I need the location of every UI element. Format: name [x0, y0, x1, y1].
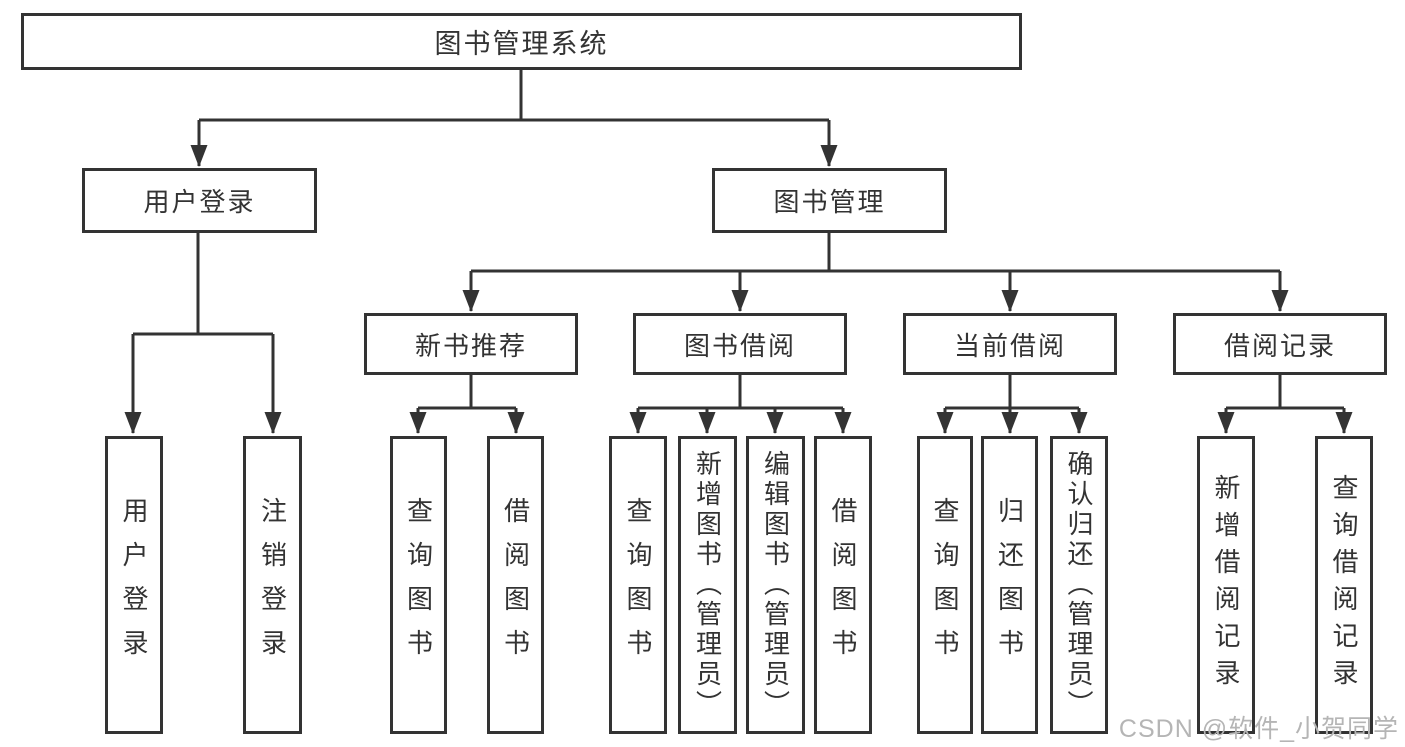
node-logout: 注销登录 [243, 436, 302, 734]
watermark: CSDN @软件_小贺同学 [1118, 715, 1399, 743]
node-current-query-book: 查询图书 [917, 436, 973, 734]
node-borrow-records: 借阅记录 [1173, 313, 1387, 375]
node-user-login-group: 用户登录 [82, 168, 317, 233]
node-book-borrow: 图书借阅 [633, 313, 847, 375]
node-return-book: 归还图书 [981, 436, 1038, 734]
node-borrow-records-label: 借阅记录 [1223, 330, 1336, 361]
node-edit-book-admin-label: 编辑图书（管理员） [760, 450, 791, 720]
node-query-borrow-record: 查询借阅记录 [1315, 436, 1373, 734]
node-confirm-return-admin: 确认归还（管理员） [1050, 436, 1108, 734]
node-add-book-admin: 新增图书（管理员） [678, 436, 737, 734]
node-recommend-borrow-book-label: 借阅图书 [500, 497, 531, 673]
node-query-borrow-record-label: 查询借阅记录 [1329, 474, 1359, 696]
node-user-login: 用户登录 [105, 436, 163, 734]
node-current-borrow: 当前借阅 [903, 313, 1117, 375]
node-recommend-borrow-book: 借阅图书 [487, 436, 544, 734]
node-return-book-label: 归还图书 [994, 497, 1025, 673]
node-logout-label: 注销登录 [257, 497, 288, 673]
node-book-management: 图书管理 [712, 168, 947, 233]
node-lend-book-label: 借阅图书 [828, 497, 858, 673]
node-add-book-admin-label: 新增图书（管理员） [692, 450, 723, 720]
node-borrow-query-book: 查询图书 [609, 436, 667, 734]
node-add-borrow-record-label: 新增借阅记录 [1211, 474, 1241, 696]
node-new-book-recommend: 新书推荐 [364, 313, 578, 375]
node-user-login-label: 用户登录 [119, 497, 149, 673]
node-root-system-label: 图书管理系统 [434, 29, 609, 59]
node-book-borrow-label: 图书借阅 [683, 330, 796, 361]
node-add-borrow-record: 新增借阅记录 [1197, 436, 1255, 734]
node-book-management-label: 图书管理 [773, 187, 886, 217]
node-recommend-query-book-label: 查询图书 [403, 497, 434, 673]
node-edit-book-admin: 编辑图书（管理员） [746, 436, 805, 734]
node-new-book-recommend-label: 新书推荐 [414, 330, 527, 361]
node-lend-book: 借阅图书 [814, 436, 872, 734]
node-confirm-return-admin-label: 确认归还（管理员） [1064, 450, 1094, 720]
node-root-system: 图书管理系统 [21, 13, 1022, 70]
node-borrow-query-book-label: 查询图书 [623, 497, 653, 673]
node-user-login-group-label: 用户登录 [143, 187, 256, 217]
node-current-borrow-label: 当前借阅 [953, 330, 1066, 361]
node-current-query-book-label: 查询图书 [930, 497, 960, 673]
node-recommend-query-book: 查询图书 [390, 436, 447, 734]
